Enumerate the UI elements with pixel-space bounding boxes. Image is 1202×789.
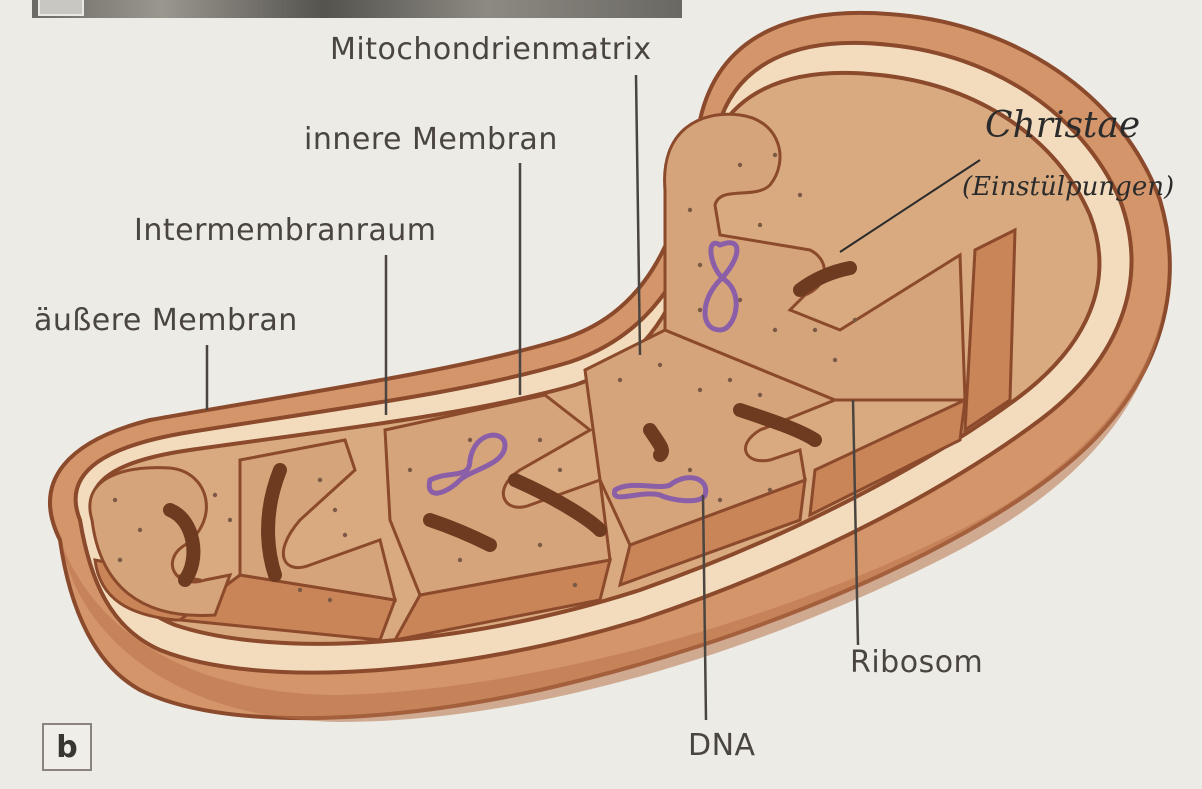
christae-pointer-line: [839, 159, 981, 253]
handwritten-christae: Christae: [985, 105, 1141, 146]
panel-label-b: b: [42, 723, 92, 771]
photo-edge-box: [38, 0, 84, 16]
leader-lines: [205, 74, 860, 721]
cristae-top-slabs: [88, 112, 967, 617]
label-dna: DNA: [688, 728, 756, 763]
cristae-grooves: [163, 261, 857, 587]
label-inner-membrane: innere Membran: [304, 122, 558, 157]
outer-shell-shadow: [62, 300, 1165, 722]
inner-membrane-body: [89, 70, 1102, 646]
label-matrix: Mitochondrienmatrix: [330, 32, 652, 67]
dna-loops: [426, 240, 740, 504]
label-ribosome: Ribosom: [850, 645, 984, 680]
ribosome-dots: [112, 152, 858, 603]
photo-edge-strip: [32, 0, 682, 18]
label-outer-membrane: äußere Membran: [34, 303, 298, 338]
handwritten-einstuelpungen: (Einstülpungen): [962, 172, 1175, 202]
label-intermembrane-space: Intermembranraum: [134, 213, 437, 248]
